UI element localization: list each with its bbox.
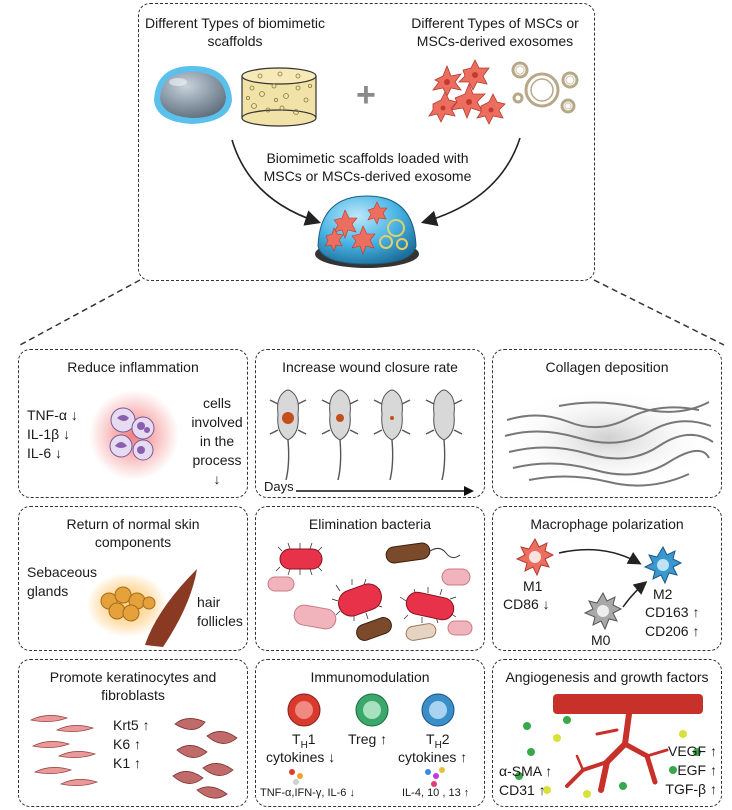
sebaceous-gland-icon: [87, 569, 197, 647]
panel-collagen-deposition: Collagen deposition: [492, 349, 722, 498]
porous-scaffold-icon: [241, 67, 317, 127]
days-arrow: [296, 486, 474, 496]
arrow-left: [231, 137, 521, 227]
hydrogel-scaffold-icon: [154, 66, 232, 124]
combined-label: Biomimetic scaffolds loaded with MSCs or…: [263, 150, 472, 184]
treg-label: Treg ↑: [348, 731, 388, 747]
scaffolds-label: Different Types of biomimetic scaffolds: [144, 15, 325, 49]
fibroblasts-icon: [29, 715, 238, 799]
treg-cell-icon: [355, 693, 389, 727]
m2-macrophage-icon: [643, 545, 683, 585]
m2-label: M2: [653, 586, 673, 602]
panel-title: Promote keratinocytes and fibroblasts: [49, 669, 217, 703]
top-frame: [138, 3, 595, 281]
panel-title: Reduce inflammation: [67, 359, 199, 375]
panel-title: Return of normal skin components: [66, 516, 200, 550]
bacteria-icon: [267, 542, 473, 641]
panel-reduce-inflammation: Reduce inflammation TNF-α ↓ IL-1β ↓ IL-6…: [18, 349, 248, 498]
m1-label: M1: [523, 578, 543, 594]
inflammation-markers: TNF-α ↓ IL-1β ↓ IL-6 ↓: [27, 407, 78, 461]
m0-macrophage-icon: [583, 591, 623, 631]
loaded-scaffold-icon: [315, 195, 419, 268]
sebaceous-label: Sebaceous glands: [27, 564, 98, 599]
th2-cell-icon: [421, 693, 455, 727]
plus-sign: +: [356, 76, 376, 114]
msc-cells-icon: [428, 59, 506, 125]
panel-angiogenesis: Angiogenesis and growth factors α-SMA ↑ …: [492, 659, 722, 807]
th1-cytokine-list: TNF-α,IFN-γ, IL-6 ↓: [260, 787, 355, 799]
panel-title: Elimination bacteria: [308, 516, 432, 532]
blood-vessel-icon: [515, 694, 703, 798]
zoom-lines: [19, 279, 725, 346]
hair-follicles-label: hair follicles: [197, 594, 243, 629]
angio-right-markers: VEGF ↑ EGF ↑ TGF-β ↑: [665, 743, 717, 797]
cd86-marker: CD86 ↓: [503, 596, 550, 612]
exosomes-icon: [511, 61, 579, 114]
cytokine-dots-icon: [289, 767, 445, 787]
m2-markers: CD163 ↑ CD206 ↑: [645, 604, 700, 639]
th2-cytokines: cytokines ↑: [398, 749, 468, 765]
th1-label: TH1: [292, 731, 316, 751]
panel-title: Macrophage polarization: [530, 516, 684, 532]
days-label: Days: [264, 479, 294, 494]
mscs-label: Different Types of MSCs or MSCs-derived …: [411, 15, 579, 49]
panel-macrophage-polarization: Macrophage polarization M1 CD86 ↓ M0 M2 …: [492, 506, 722, 651]
keratinocyte-markers: Krt5 ↑ K6 ↑ K1 ↑: [113, 717, 150, 771]
th1-cytokines: cytokines ↓: [266, 749, 336, 765]
polarization-arrows: [558, 548, 648, 608]
angio-left-markers: α-SMA ↑ CD31 ↑: [499, 763, 553, 798]
panel-wound-closure: Increase wound closure rate Days: [255, 349, 485, 498]
th2-cytokine-list: IL-4, 10 , 13 ↑: [402, 787, 470, 799]
panel-keratinocytes: Promote keratinocytes and fibroblasts Kr…: [18, 659, 248, 807]
panel-title: Immunomodulation: [310, 669, 430, 685]
panel-title: Collagen deposition: [545, 359, 669, 375]
m1-macrophage-icon: [515, 537, 555, 577]
panel-title: Angiogenesis and growth factors: [505, 669, 709, 685]
panel-immunomodulation: Immunomodulation TH1 Treg ↑ TH2 cytokine…: [255, 659, 485, 807]
panel-title: Increase wound closure rate: [282, 359, 458, 375]
th1-cell-icon: [287, 693, 321, 727]
cells-involved-text: cells involved in the process ↓: [191, 395, 243, 487]
m0-label: M0: [591, 632, 611, 648]
panel-elimination-bacteria: Elimination bacteria: [255, 506, 485, 651]
panel-normal-skin: Return of normal skin components Sebaceo…: [18, 506, 248, 651]
immune-cells-icon: [89, 390, 179, 480]
collagen-fibers-icon: [500, 386, 716, 490]
mice-icon: [269, 389, 463, 481]
th2-label: TH2: [426, 731, 450, 751]
